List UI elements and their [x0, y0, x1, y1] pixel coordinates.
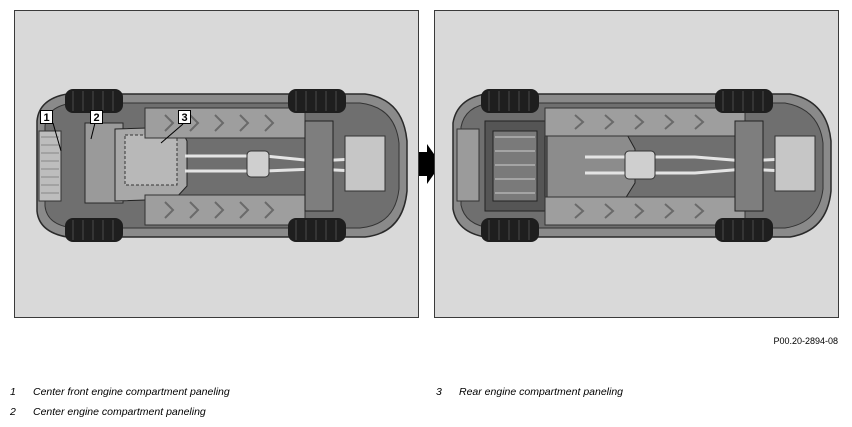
underbody-with-paneling-figure: 1 2 3 — [14, 10, 419, 318]
legend-text: Rear engine compartment paneling — [459, 386, 624, 398]
legend-number: 2 — [10, 406, 16, 418]
vehicle-underbody-illustration — [36, 89, 408, 242]
legend-number: 1 — [10, 386, 16, 398]
legend-text: Center engine compartment paneling — [33, 406, 206, 418]
legend-number: 3 — [436, 386, 442, 398]
callout-1: 1 — [40, 110, 53, 124]
callout-2: 2 — [90, 110, 103, 124]
callout-3: 3 — [178, 110, 191, 124]
underbody-without-paneling-figure — [434, 10, 839, 318]
figure-reference-code: P00.20-2894-08 — [773, 336, 838, 346]
vehicle-underbody-illustration — [452, 89, 832, 242]
arrow-right-icon — [419, 144, 441, 184]
legend-text: Center front engine compartment paneling — [33, 386, 230, 398]
